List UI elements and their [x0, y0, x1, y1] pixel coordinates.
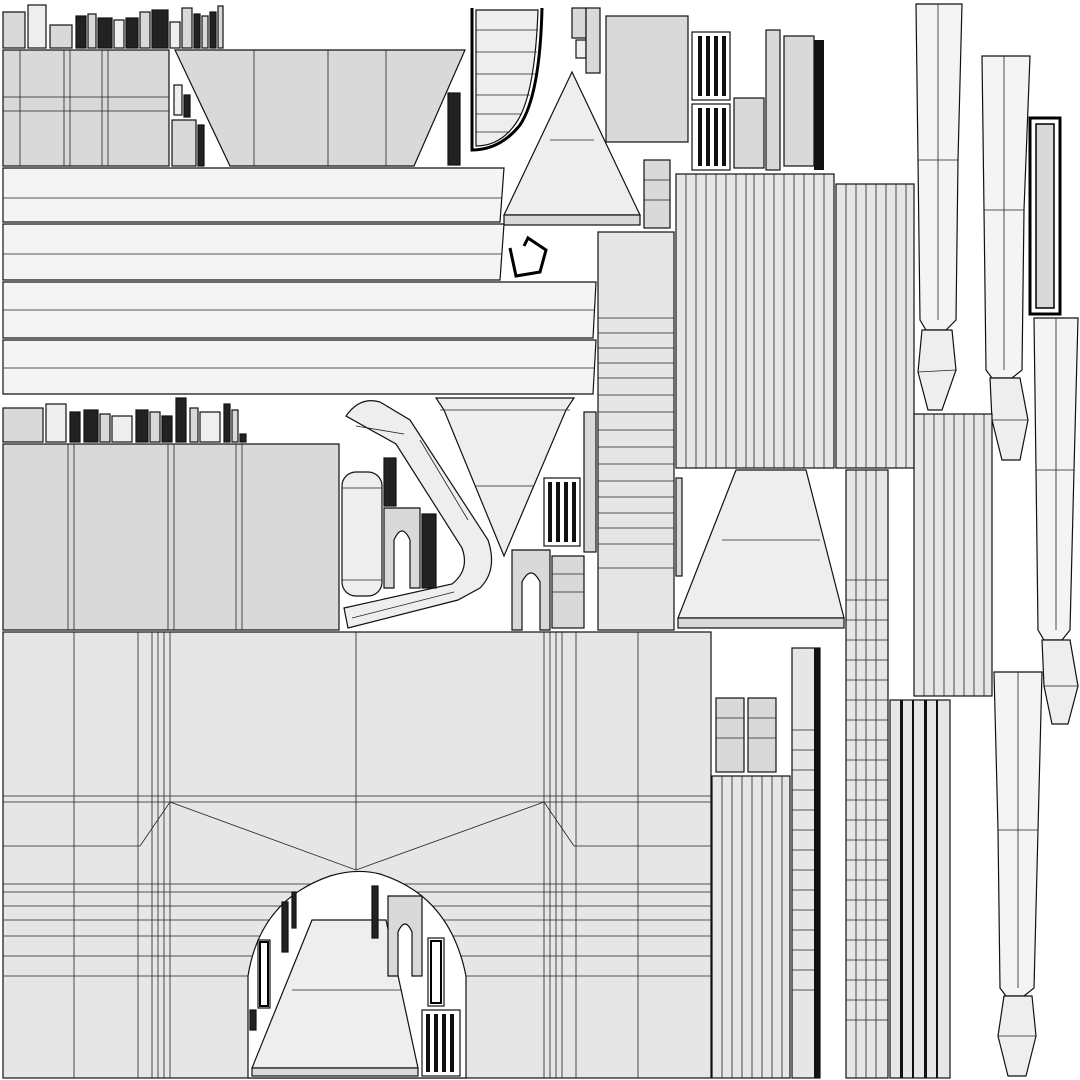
hook-piece — [508, 235, 548, 278]
island-trapezoid-mid — [677, 469, 845, 629]
arch-piece-b — [511, 549, 585, 631]
top-left-small-parts — [2, 4, 224, 49]
island-pyramid-top — [503, 70, 641, 226]
small-parts-mid-top — [171, 84, 461, 167]
island-striped-panel-b — [835, 183, 915, 469]
island-square-block — [605, 15, 689, 143]
island-trapezoid-top — [174, 49, 466, 167]
small-grill-mid — [543, 411, 683, 577]
island-inverted-triangle — [434, 397, 576, 558]
island-leg-3 — [1033, 317, 1079, 725]
island-striped-panel-a — [675, 173, 835, 469]
island-curved-pipe — [341, 400, 493, 629]
island-grid-column — [845, 469, 889, 1079]
island-tall-column — [597, 231, 675, 631]
island-striped-panel-c — [913, 413, 993, 697]
island-curved-ladder — [470, 7, 544, 152]
arch-interior — [249, 885, 461, 1077]
island-striped-panel-d — [711, 775, 791, 1079]
arch-piece-a — [383, 457, 437, 589]
small-parts-lower-right — [715, 697, 777, 773]
island-plank-1 — [2, 167, 505, 223]
island-plank-4 — [2, 339, 597, 395]
island-top-left-box — [2, 49, 170, 167]
small-parts-top-center — [571, 7, 671, 229]
island-leg-2 — [981, 55, 1031, 461]
island-plank-3 — [2, 281, 597, 339]
island-dark-lined-panel — [889, 699, 951, 1079]
island-ladder-strip — [791, 647, 821, 1079]
island-leg-4 — [993, 671, 1043, 1077]
island-leg-1 — [915, 3, 963, 411]
island-grill-cluster — [691, 29, 824, 171]
island-plank-2 — [2, 223, 505, 281]
island-mid-left-box — [2, 443, 340, 631]
island-frame-right — [1028, 116, 1062, 316]
mid-left-small-parts — [2, 397, 247, 443]
